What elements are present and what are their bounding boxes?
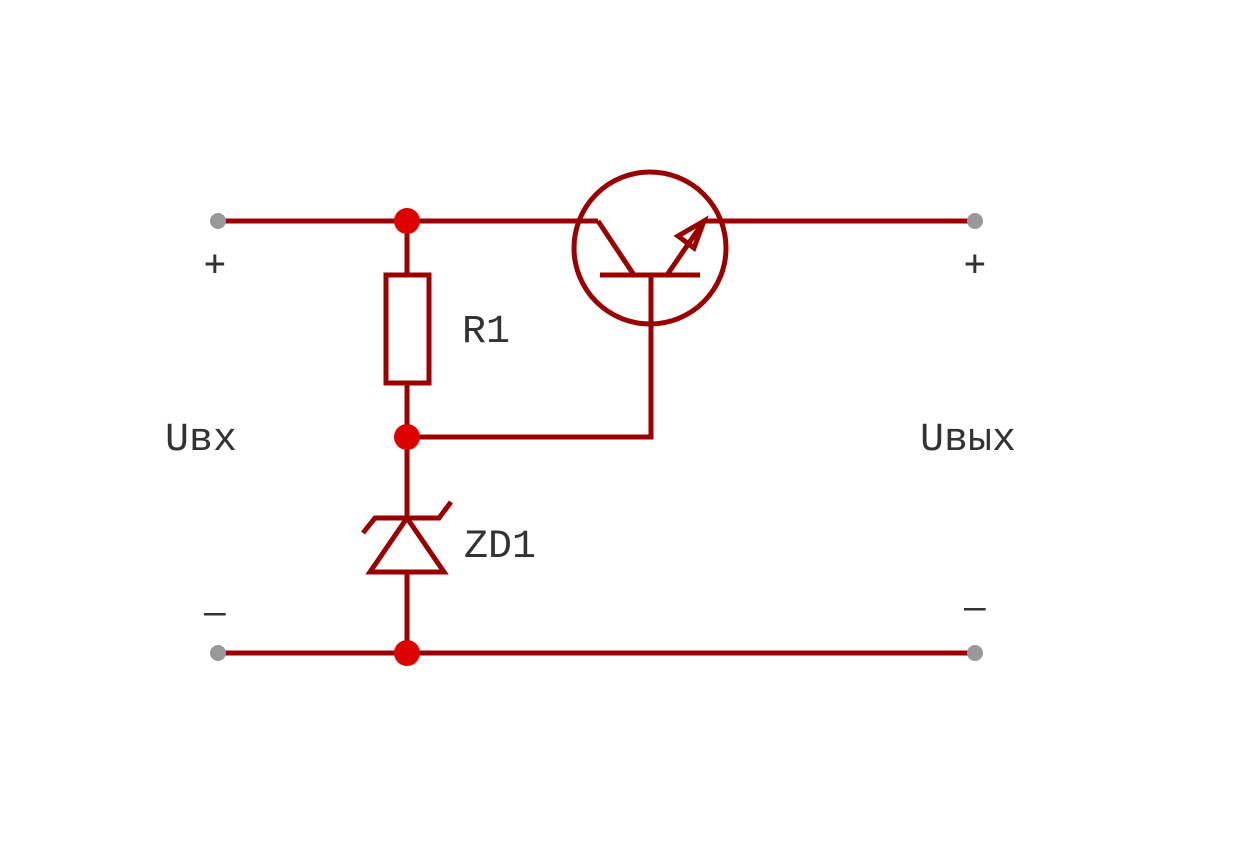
label-input-minus: – [204,592,226,633]
transistor-symbol [571,169,729,327]
junction-bottom [394,640,420,666]
resistor-r1-symbol [383,272,432,386]
junction-top [394,208,420,234]
label-output-minus: – [964,587,986,628]
wire-base [407,275,654,440]
label-input-plus: + [204,243,226,284]
label-input-voltage: Uвх [165,418,237,463]
label-output-voltage: Uвых [920,418,1016,463]
label-resistor-r1: R1 [462,310,510,355]
label-zener-zd1: ZD1 [464,525,536,570]
terminal-output-plus [967,213,983,229]
terminal-output-minus [967,645,983,661]
terminal-input-plus [210,213,226,229]
junction-middle [394,424,420,450]
terminal-input-minus [210,645,226,661]
label-output-plus: + [964,243,986,284]
zener-zd1-symbol [361,500,453,575]
